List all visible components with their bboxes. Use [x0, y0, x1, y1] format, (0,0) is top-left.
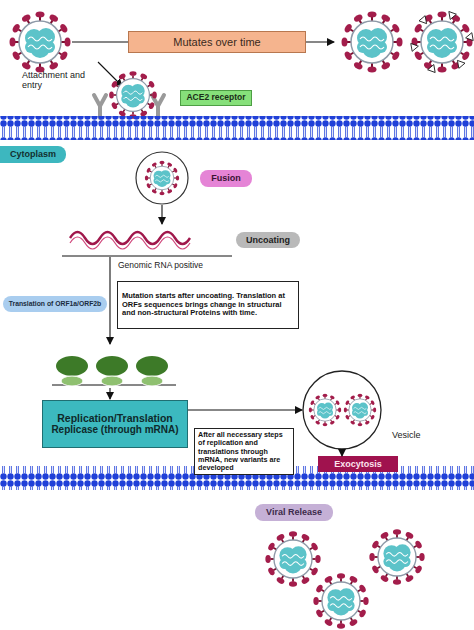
rna-caption: Genomic RNA positive	[118, 261, 238, 271]
rna-baseline	[62, 256, 232, 257]
attaching-virus	[109, 71, 157, 119]
endosome-virus	[145, 161, 179, 195]
mutated-virus	[342, 12, 403, 73]
node-text: Exocytosis	[334, 459, 382, 469]
ribosome-large	[96, 356, 128, 376]
node-text: Fusion	[211, 173, 241, 183]
released-virus	[313, 573, 368, 628]
vesicle-outline	[303, 371, 381, 449]
ribosome-large	[136, 356, 168, 376]
mutated-virus	[412, 12, 473, 73]
flow-connector	[341, 450, 342, 456]
virus	[10, 12, 71, 73]
mutation-box: Mutates over time	[128, 31, 306, 53]
ace2-receptor-symbol	[94, 95, 106, 118]
process-box: Replication/TranslationReplicase (throug…	[42, 400, 188, 448]
node-text: Replication/Translation	[57, 412, 173, 424]
genomic-rna	[70, 237, 190, 249]
node-subtext: Replicase (through mRNA)	[51, 424, 178, 436]
step-label: Uncoating	[236, 232, 300, 248]
flow-arrow	[109, 388, 110, 399]
node-text: Mutates over time	[173, 36, 260, 49]
receptor-label-box: ACE2 receptor	[180, 90, 252, 106]
entry-arrow	[98, 62, 122, 86]
node-text: Vesicle	[392, 430, 421, 440]
note-box: Mutation starts after uncoating. Transla…	[117, 281, 299, 329]
step-label: Translation of ORF1a/ORF2b	[3, 296, 107, 312]
released-virus	[265, 531, 320, 586]
vesicle-virus	[309, 394, 341, 426]
endosome	[136, 152, 188, 204]
note-box: After all necessary steps of replication…	[194, 428, 294, 475]
ribosome-small	[61, 376, 83, 386]
flow-arrow	[161, 205, 162, 224]
node-text: ACE2 receptor	[186, 93, 245, 103]
flow-connector	[188, 409, 302, 410]
vesicle-fill	[302, 370, 382, 450]
node-text: Cytoplasm	[10, 149, 56, 159]
step-label: Exocytosis	[318, 456, 398, 472]
compartment-label: Cytoplasm	[0, 146, 66, 163]
step-label: Viral Release	[255, 504, 333, 521]
released-virus	[369, 529, 424, 584]
cell-membrane	[0, 116, 474, 140]
node-text: Viral Release	[266, 507, 322, 517]
ribosome-large	[56, 356, 88, 376]
node-text: After all necessary steps of replication…	[198, 431, 290, 472]
vesicle-virus	[344, 394, 376, 426]
vesicle-outline	[302, 370, 382, 450]
node-text: Uncoating	[246, 235, 290, 245]
step-caption: Attachment and entry	[22, 70, 96, 91]
node-text: Translation of ORF1a/ORF2b	[9, 300, 102, 308]
ribosome-small	[101, 376, 123, 386]
node-text: Mutation starts after uncoating. Transla…	[122, 292, 294, 318]
step-label: Fusion	[200, 170, 252, 187]
mutation-marks	[411, 12, 473, 73]
vesicle-circle: Vesicle	[302, 370, 382, 450]
flow-arrow	[109, 257, 110, 344]
ribosome-small	[141, 376, 163, 386]
